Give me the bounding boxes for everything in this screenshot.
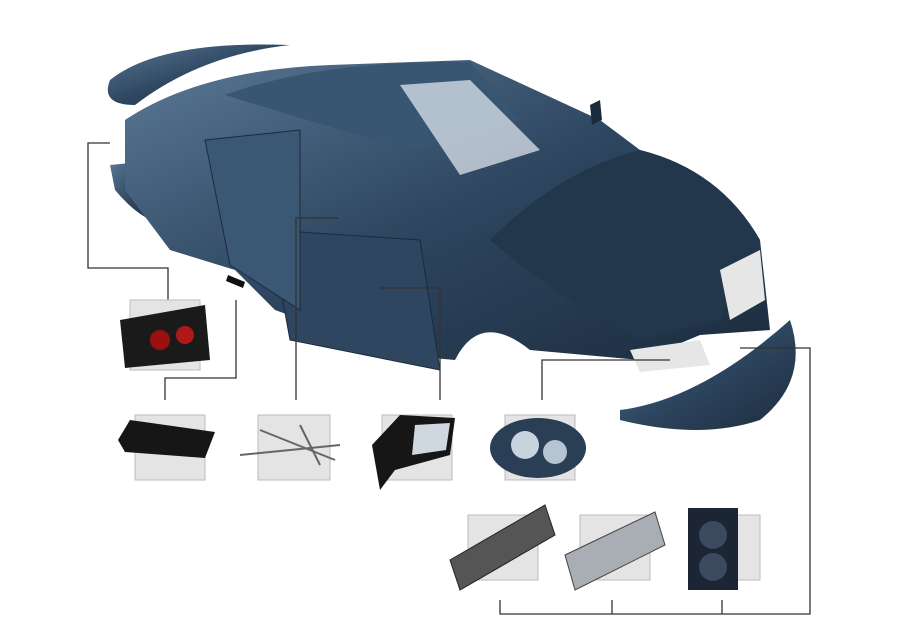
door-handle-small	[226, 275, 245, 288]
condenser-icon	[564, 511, 666, 591]
part-condenser[interactable]	[564, 511, 666, 591]
door-handle-icon	[118, 420, 215, 458]
part-side-mirror[interactable]	[372, 414, 455, 490]
part-cooling-fan[interactable]	[688, 508, 761, 590]
rear-door	[204, 129, 301, 311]
window-regulator-icon	[239, 424, 341, 466]
part-headlight[interactable]	[490, 414, 586, 481]
side-mirror-small	[590, 100, 602, 125]
radiator-icon	[449, 504, 556, 591]
part-radiator[interactable]	[449, 504, 556, 591]
windshield-opening	[400, 80, 540, 175]
front-bumper	[620, 320, 796, 430]
headlight-lens	[630, 340, 710, 372]
car-body-illustration	[107, 44, 796, 430]
part-boxes	[118, 299, 761, 591]
part-tail-light[interactable]	[120, 299, 210, 371]
part-window-regulator[interactable]	[239, 414, 341, 481]
headlight-lens-right	[720, 250, 765, 320]
part-door-handle[interactable]	[118, 414, 215, 481]
connector-lines	[87, 142, 811, 615]
rear-spoiler	[107, 44, 291, 105]
hood	[490, 150, 760, 340]
